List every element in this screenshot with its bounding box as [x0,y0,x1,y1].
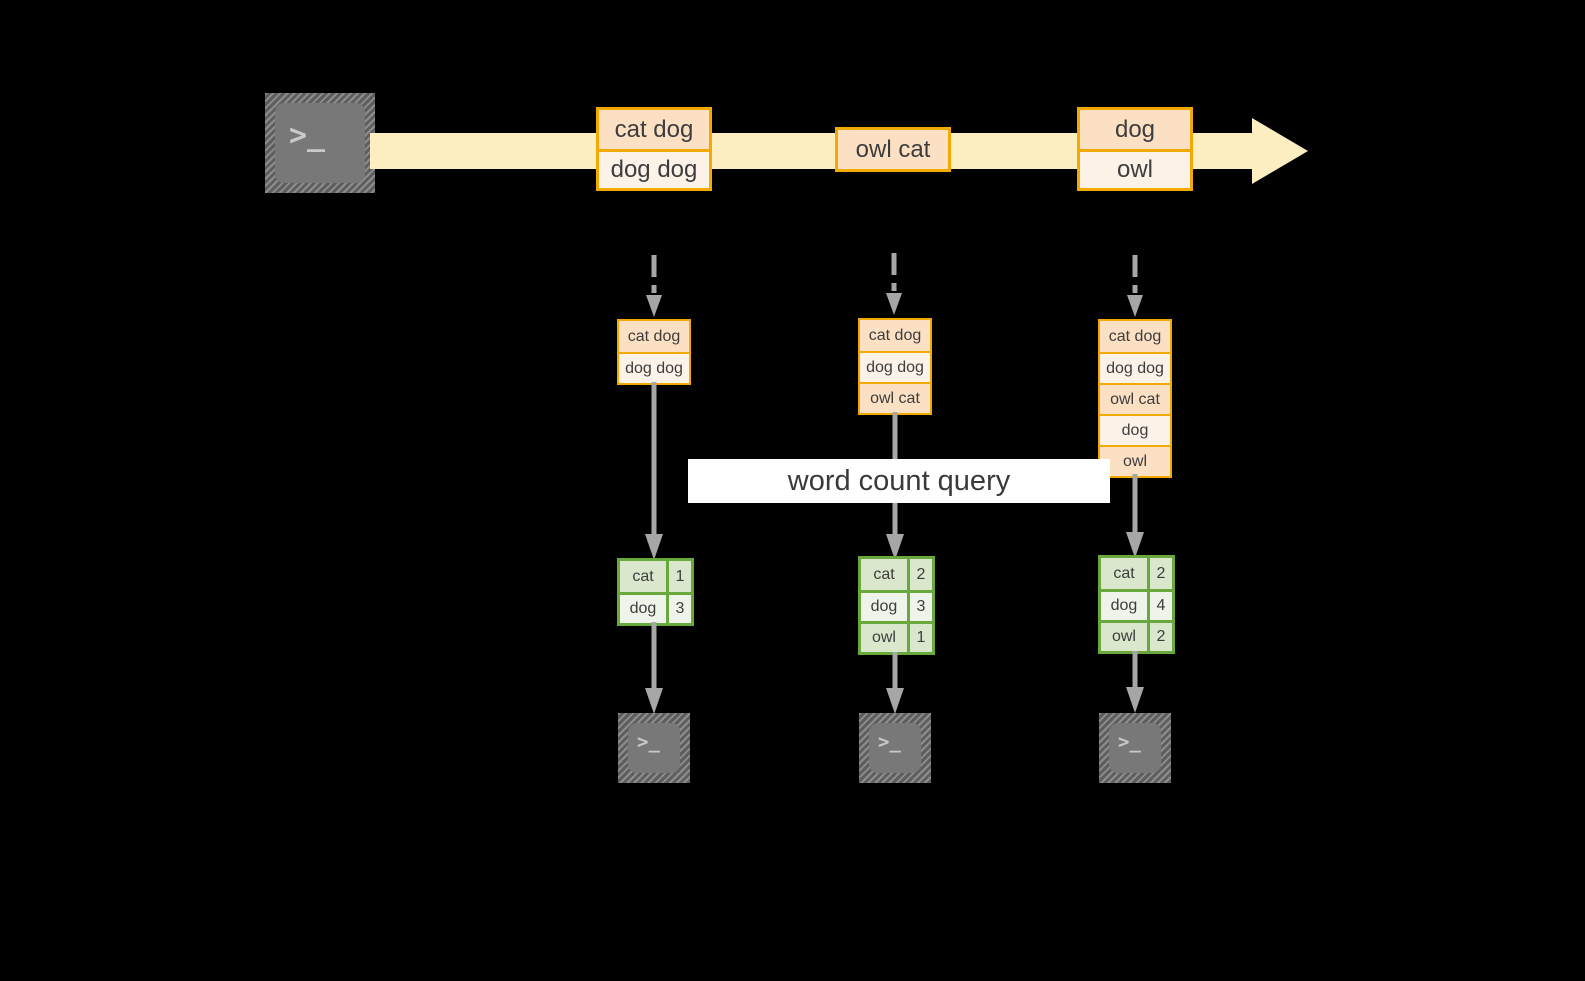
state-line: dog dog [860,351,930,382]
result-word: dog [861,593,907,621]
state-line: cat dog [860,320,930,351]
state-line: dog dog [619,352,689,383]
state-to-result-connector-1 [645,382,663,560]
terminal-body: >_ [628,723,680,773]
result-count: 3 [665,595,691,623]
stream-to-state-connector-3 [1126,255,1144,317]
result-to-sink-connector-2 [886,652,904,714]
stream-batch-3-line-1: dog [1080,110,1190,149]
state-box-column-1: cat dog dog dog [617,319,691,385]
stream-batch-2-line-1: owl cat [838,130,948,169]
result-word: cat [1101,558,1147,589]
result-table-column-3: cat 2 dog 4 owl 2 [1098,555,1175,654]
result-count: 2 [1146,623,1172,651]
terminal-body: >_ [275,103,365,183]
terminal-body: >_ [1109,723,1161,773]
result-word: dog [1101,592,1147,620]
state-line: owl [1100,445,1170,476]
terminal-prompt-glyph: >_ [289,118,326,153]
result-table-column-1: cat 1 dog 3 [617,558,694,626]
result-word: owl [1101,623,1147,651]
stream-batch-3: dog owl [1077,107,1193,191]
state-box-column-2: cat dog dog dog owl cat [858,318,932,415]
table-row: dog 3 [620,592,691,623]
stream-batch-1-line-2: dog dog [599,149,709,188]
sink-terminal-icon-column-1: >_ [618,713,690,783]
state-line: cat dog [619,321,689,352]
state-line: dog dog [1100,352,1170,383]
result-to-sink-connector-3 [1126,651,1144,713]
result-count: 3 [906,593,932,621]
terminal-prompt-glyph: >_ [878,731,901,753]
result-word: cat [620,561,666,592]
table-row: dog 4 [1101,589,1172,620]
result-count: 4 [1146,592,1172,620]
state-line: owl cat [860,382,930,413]
table-row: cat 1 [620,561,691,592]
stream-to-state-connector-1 [645,255,663,317]
result-count: 1 [665,561,691,592]
state-to-result-connector-3 [1126,474,1144,558]
table-row: dog 3 [861,590,932,621]
terminal-body: >_ [869,723,921,773]
result-count: 2 [906,559,932,590]
result-table-column-2: cat 2 dog 3 owl 1 [858,556,935,655]
table-row: cat 2 [861,559,932,590]
stream-batch-2: owl cat [835,127,951,172]
terminal-prompt-glyph: >_ [637,731,660,753]
result-word: dog [620,595,666,623]
table-row: owl 2 [1101,620,1172,651]
result-word: cat [861,559,907,590]
source-terminal-icon: >_ [265,93,375,193]
result-to-sink-connector-1 [645,622,663,714]
stream-to-state-connector-2 [885,253,903,315]
state-box-column-3: cat dog dog dog owl cat dog owl [1098,319,1172,478]
result-count: 1 [906,624,932,652]
result-count: 2 [1146,558,1172,589]
sink-terminal-icon-column-2: >_ [859,713,931,783]
state-line: cat dog [1100,321,1170,352]
sink-terminal-icon-column-3: >_ [1099,713,1171,783]
query-banner: word count query [688,459,1110,503]
state-line: owl cat [1100,383,1170,414]
stream-batch-1: cat dog dog dog [596,107,712,191]
stream-batch-3-line-2: owl [1080,149,1190,188]
state-line: dog [1100,414,1170,445]
terminal-prompt-glyph: >_ [1118,731,1141,753]
query-banner-label: word count query [787,464,1011,497]
result-word: owl [861,624,907,652]
table-row: owl 1 [861,621,932,652]
stream-batch-1-line-1: cat dog [599,110,709,149]
table-row: cat 2 [1101,558,1172,589]
